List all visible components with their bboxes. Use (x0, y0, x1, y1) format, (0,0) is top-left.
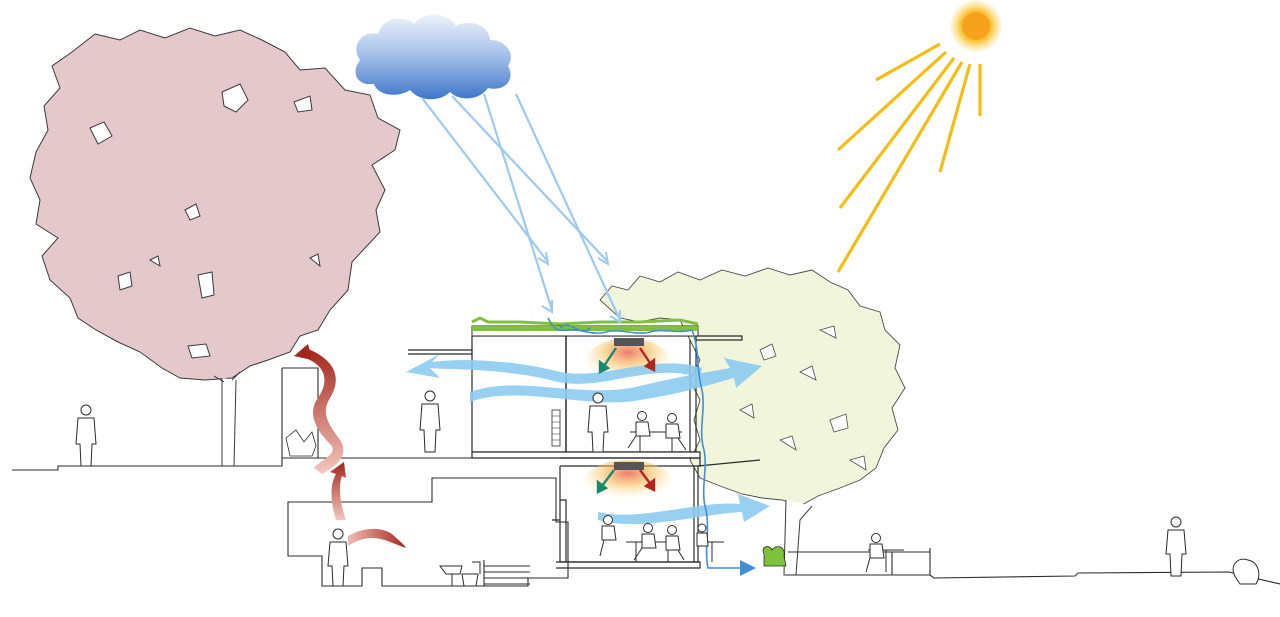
warm-air-source (348, 528, 406, 548)
airflow-arrows (406, 354, 770, 525)
right-tree (599, 267, 906, 576)
rain-arrowheads (537, 251, 621, 324)
airflow-arrow-left (406, 354, 702, 384)
person-silhouette-icon (327, 528, 349, 587)
green-roof (471, 316, 699, 337)
stair (483, 560, 530, 586)
person-silhouette-icon (665, 413, 687, 451)
sun-ray-2 (836, 50, 948, 152)
people (75, 390, 1187, 587)
sun-icon (950, 0, 1002, 52)
right-bench (788, 551, 931, 575)
toilet (461, 561, 481, 587)
person-silhouette-icon (665, 525, 685, 561)
left-canopy (408, 349, 473, 355)
lower-right-canopy (697, 459, 761, 467)
left-tree-trunk (221, 378, 237, 467)
rainwater-tank-arrow (740, 560, 756, 576)
sun-ray-4 (836, 61, 964, 273)
rain-streak-3 (482, 93, 554, 311)
cool-arrow-lower (601, 469, 615, 487)
boulder (1232, 558, 1260, 585)
warm-air-rise (330, 462, 346, 520)
warm-air-loop (300, 348, 344, 474)
person-silhouette-icon (865, 533, 885, 573)
rain-streak-2 (451, 95, 609, 263)
airflow-arrow-right (470, 358, 762, 403)
left-tree (29, 27, 401, 467)
shrub-planter (762, 546, 787, 567)
rain-streak-4 (515, 93, 621, 321)
panel-flow-arrows (596, 347, 656, 494)
right-tree-trunk (783, 499, 813, 576)
sun-ray-3 (838, 57, 956, 209)
rain-streaks (421, 93, 621, 321)
right-canopy (696, 335, 743, 341)
person-silhouette-icon (75, 404, 97, 467)
cool-arrow-upper (603, 347, 617, 367)
person-silhouette-icon (419, 390, 441, 453)
ground-line-right (786, 571, 1280, 585)
person-silhouette-icon (633, 523, 657, 561)
basement-outline (287, 477, 569, 587)
warm-air-flow (294, 344, 406, 548)
airflow-arrow-lower (598, 494, 770, 525)
person-silhouette-icon (587, 392, 609, 453)
cloud-icon (355, 14, 511, 100)
upper-slab (471, 451, 701, 459)
person-silhouette-icon (627, 411, 651, 449)
washbasin (439, 565, 463, 586)
sun-ray-1 (875, 42, 941, 82)
lower-slab (556, 561, 701, 569)
sun-ray-5 (938, 63, 972, 173)
person-silhouette-icon (599, 515, 617, 557)
planter-box (283, 369, 317, 457)
ground-line-left (12, 457, 562, 471)
sun-rays (836, 42, 982, 273)
rain-streak-1 (421, 97, 549, 263)
person-silhouette-icon (1165, 516, 1187, 577)
left-tree-canopy (29, 27, 401, 381)
person-silhouette-icon (696, 523, 709, 547)
